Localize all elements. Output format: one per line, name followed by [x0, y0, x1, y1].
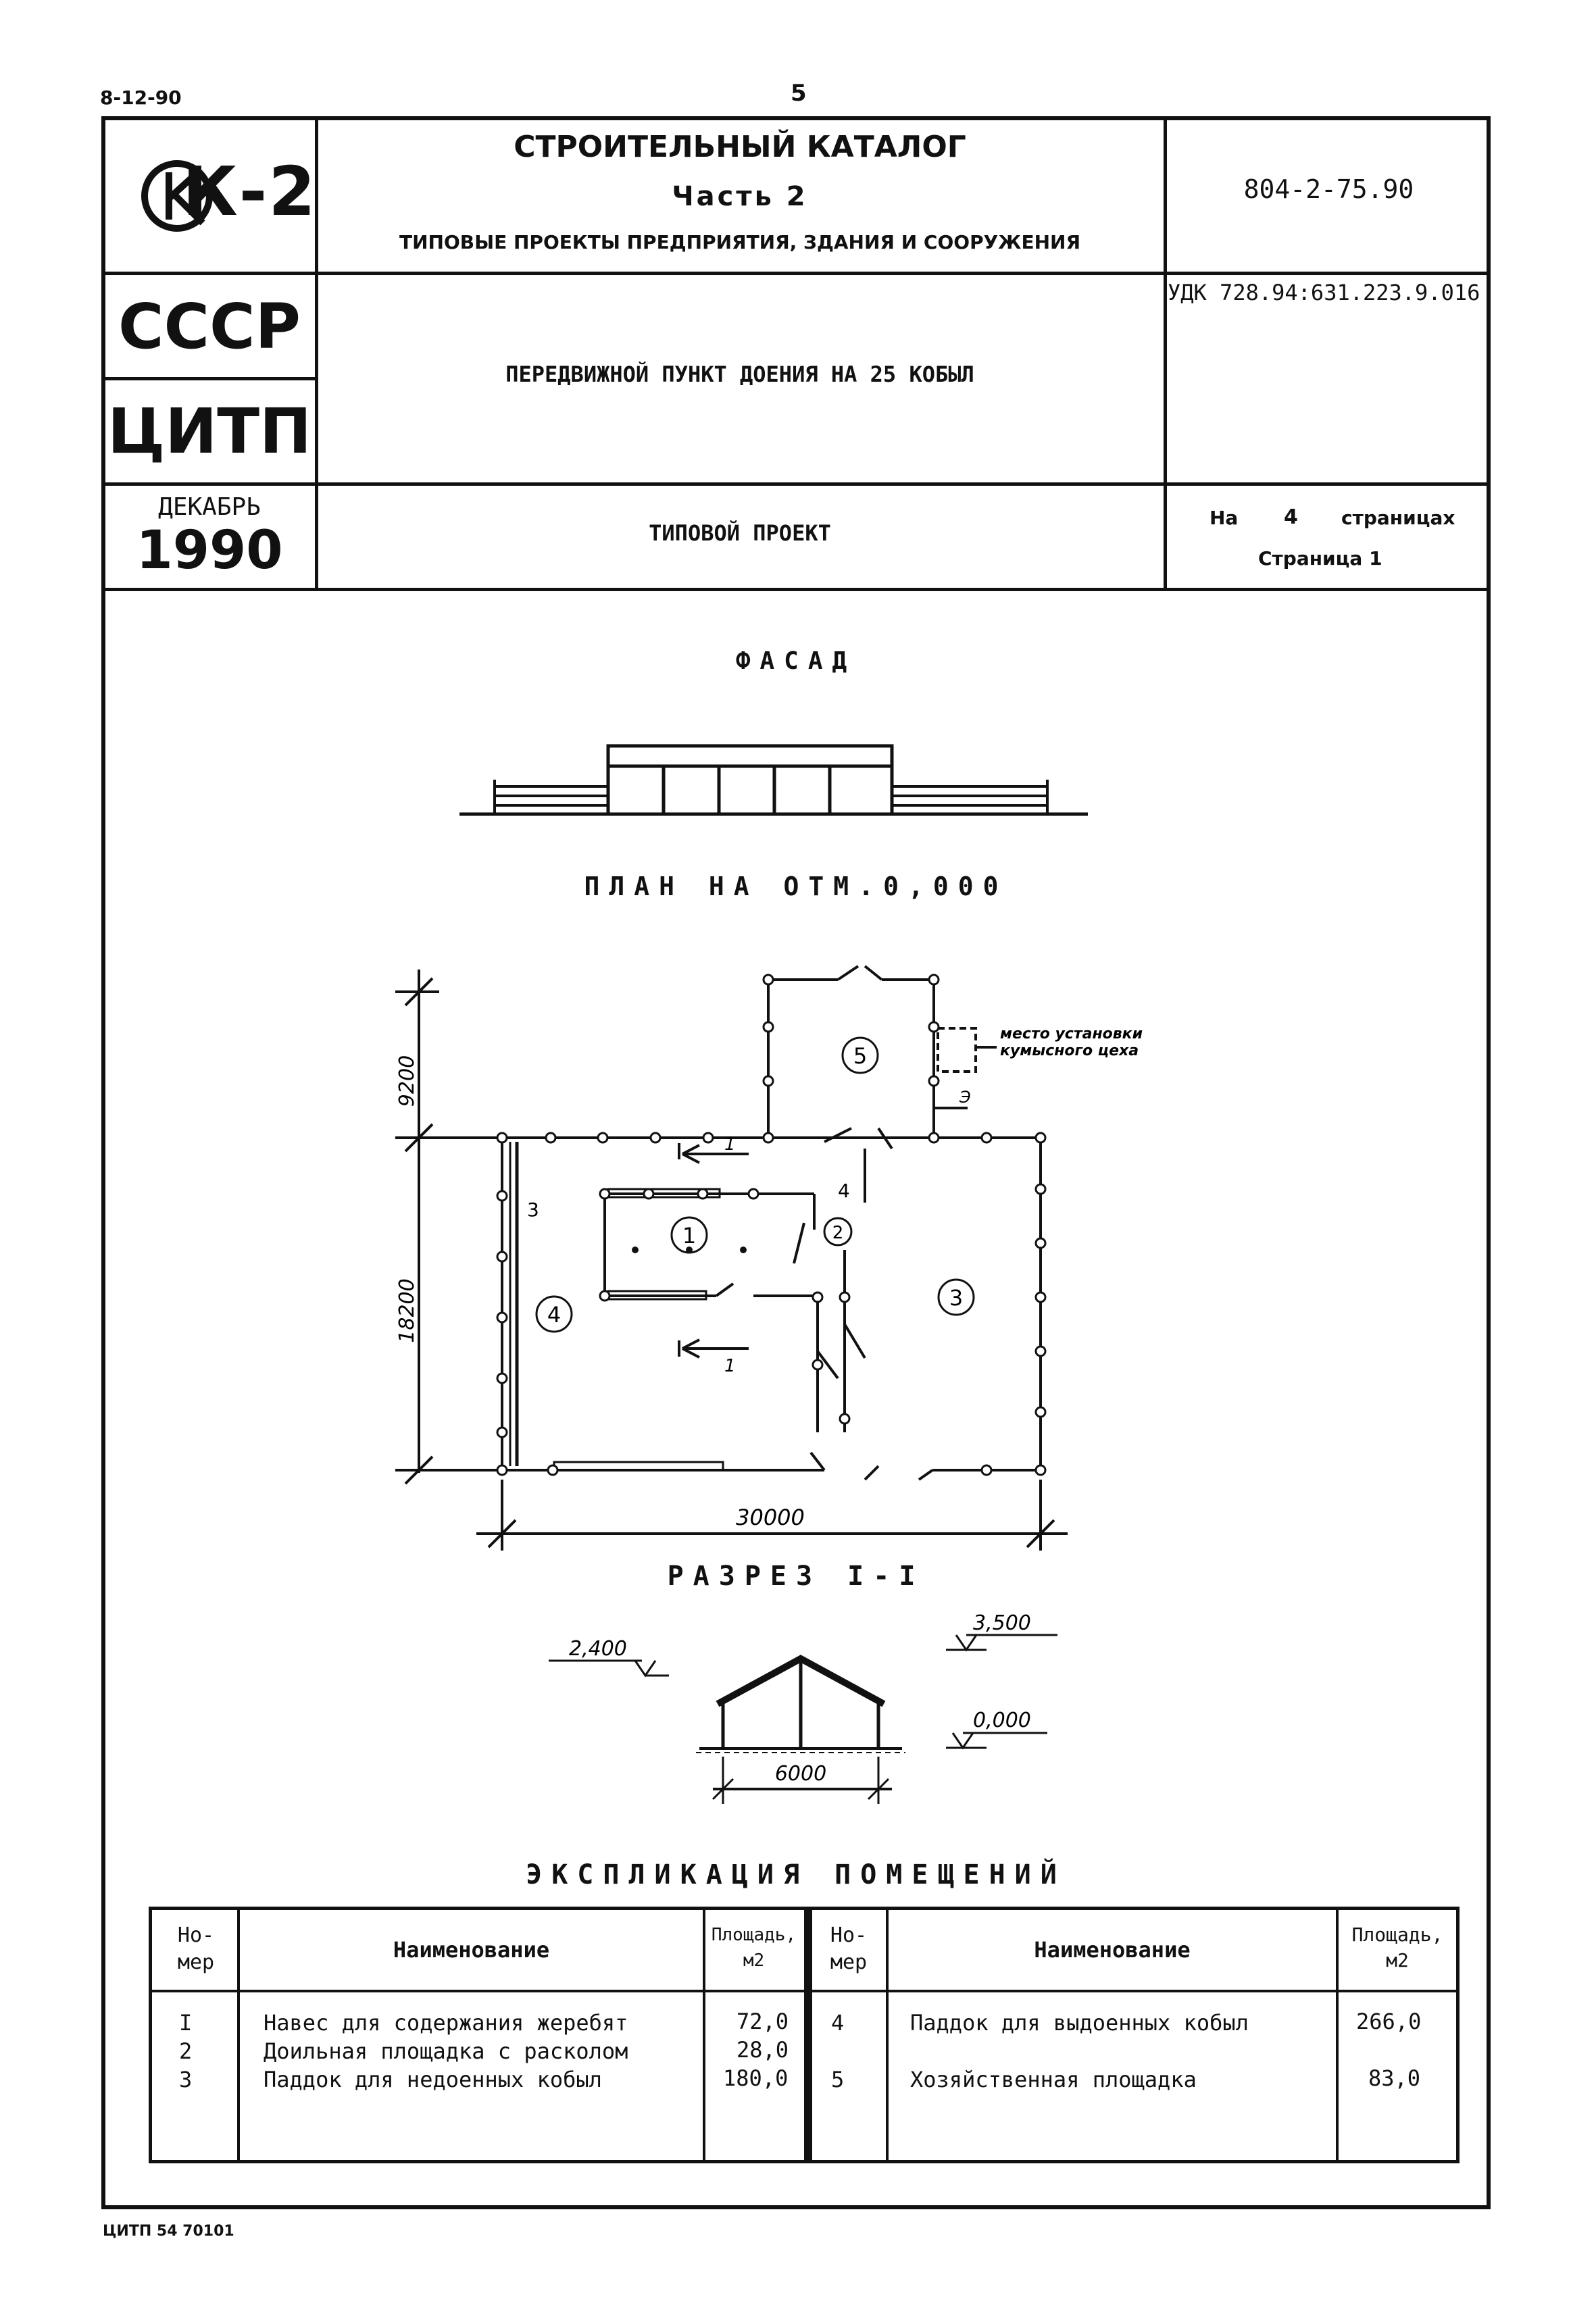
header-area-right: Площадь, м2 [1351, 1923, 1443, 1971]
row-2-area: 28,0 [737, 2037, 789, 2063]
note-number: Э [959, 1088, 971, 1107]
row-3-name: Паддок для недоенных кобыл [264, 2067, 602, 2092]
row-2-name: Доильная площадка с расколом [264, 2038, 628, 2064]
sheet-frame [101, 116, 1491, 2209]
plan-title: ПЛАН НА ОТМ.0,000 [584, 872, 1008, 901]
note-line-2: кумысного цеха [1000, 1042, 1139, 1059]
header-name-right: Наименование [1034, 1937, 1191, 1963]
pages-count: 4 [1284, 505, 1298, 529]
room-4-label: 4 [547, 1302, 561, 1328]
project-name: ПЕРЕДВИЖНОЙ ПУНКТ ДОЕНИЯ НА 25 КОБЫЛ [505, 361, 974, 387]
row-1-area: 72,0 [737, 2009, 789, 2034]
footer-code: ЦИТП 54 70101 [103, 2223, 234, 2240]
room-5-label: 5 [853, 1043, 867, 1069]
row-5-number: 5 [831, 2067, 845, 2092]
row-3-number: 3 [179, 2067, 193, 2092]
citp-label: ЦИТП [107, 395, 312, 468]
header-number-left: Но- мер [177, 1923, 215, 1974]
dim-18200: 18200 [395, 1278, 419, 1342]
udk-code: УДК 728.94:631.223.9.016 [1168, 280, 1480, 305]
dim-30000: 30000 [736, 1505, 805, 1530]
facade-title: ФАСАД [735, 647, 857, 675]
section-drawing: 2,400 3,500 0,000 6000 [549, 1611, 1057, 1804]
page-number: 5 [791, 80, 807, 107]
dim-6000: 6000 [775, 1762, 826, 1786]
room-2-label: 2 [832, 1223, 844, 1243]
catalog-title: СТРОИТЕЛЬНЫЙ КАТАЛОГ [514, 130, 966, 164]
logo-text: К-2 [182, 152, 317, 231]
room-3-label: 3 [949, 1285, 963, 1311]
facade-drawing [459, 744, 1088, 816]
catalog-subtitle: ТИПОВЫЕ ПРОЕКТЫ ПРЕДПРИЯТИЯ, ЗДАНИЯ И СО… [399, 231, 1081, 253]
catalog-part: Часть 2 [672, 181, 808, 212]
header-name-left: Наименование [393, 1937, 550, 1963]
row-1-number: I [179, 2010, 193, 2036]
ussr-label: СССР [118, 291, 301, 363]
room-1-label: 1 [682, 1223, 696, 1249]
note-line-1: место установки [1000, 1026, 1143, 1042]
page-label: Страница 1 [1258, 547, 1382, 570]
level-3500: 3,500 [973, 1611, 1031, 1635]
row-4-name: Паддок для выдоенных кобыл [910, 2010, 1249, 2036]
level-2400: 2,400 [569, 1637, 627, 1661]
pages-prefix: На [1210, 507, 1239, 529]
date-year: 1990 [136, 520, 283, 581]
pages-suffix: страницах [1341, 507, 1455, 529]
section-mark-top: 1 [724, 1134, 736, 1155]
row-4-number: 4 [831, 2010, 845, 2036]
document-stamp: 8-12-90 [100, 86, 182, 109]
project-code: 804-2-75.90 [1243, 174, 1414, 204]
header-area-left: Площадь, м2 [711, 1925, 797, 1971]
fence-label-3: 3 [527, 1199, 539, 1221]
level-0000: 0,000 [973, 1709, 1031, 1732]
milking-label-4: 4 [838, 1180, 850, 1202]
header-number-right: Но- мер [830, 1923, 868, 1974]
row-2-number: 2 [179, 2038, 193, 2064]
row-5-name: Хозяйственная площадка [910, 2067, 1197, 2092]
project-type: ТИПОВОЙ ПРОЕКТ [649, 520, 831, 546]
row-5-area: 83,0 [1368, 2065, 1421, 2091]
explication-title: ЭКСПЛИКАЦИЯ ПОМЕЩЕНИЙ [526, 1859, 1066, 1890]
row-4-area: 266,0 [1356, 2009, 1422, 2034]
explication-table: Но- мер Наименование Площадь, м2 Но- мер… [149, 1907, 1460, 2163]
date-month: ДЕКАБРЬ [158, 493, 261, 521]
plan-drawing: 5 1 2 3 4 3 4 1 1 9200 18200 30000 место… [395, 965, 1143, 1551]
dim-9200: 9200 [395, 1055, 419, 1107]
catalog-logo [135, 142, 297, 250]
section-title: РАЗРЕЗ I-I [667, 1561, 925, 1592]
row-1-name: Навес для содержания жеребят [264, 2010, 628, 2036]
section-mark-bottom: 1 [724, 1356, 736, 1376]
row-3-area: 180,0 [723, 2065, 789, 2091]
